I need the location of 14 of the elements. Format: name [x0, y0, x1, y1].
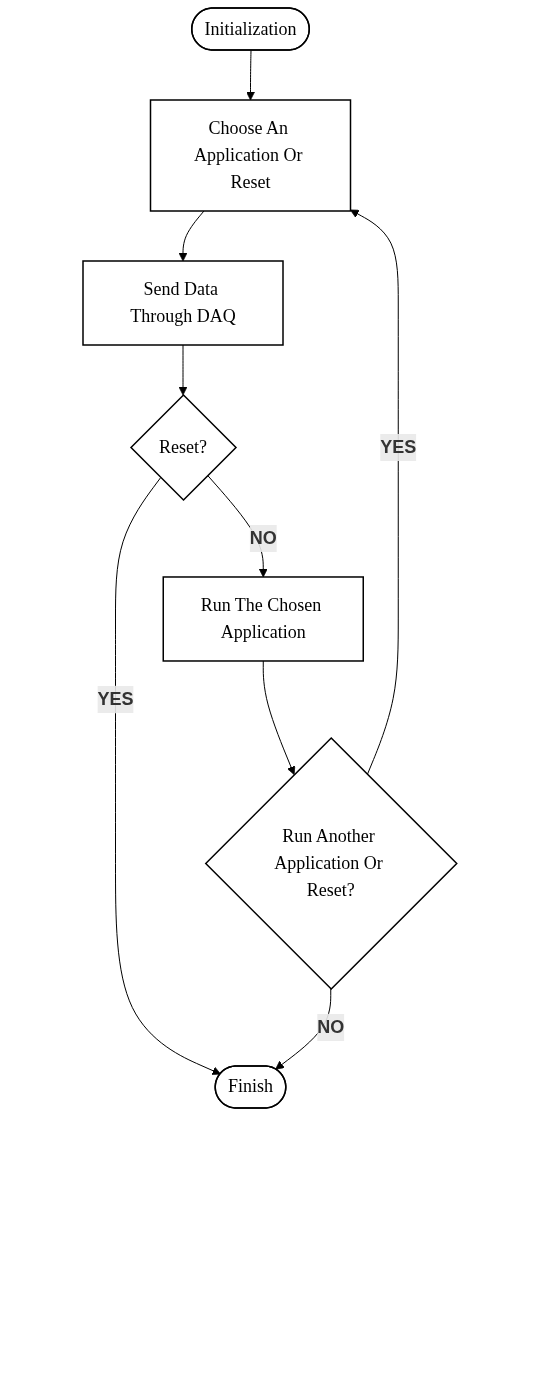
edge-label: NO: [317, 1016, 345, 1037]
node-box: Choose An Application Or Reset: [149, 99, 352, 212]
arrow: [262, 660, 296, 775]
arrow: [178, 344, 188, 396]
edge-label: YES: [97, 688, 134, 709]
node-box: Run The Chosen Application: [162, 576, 365, 662]
node-diamond: Reset?: [130, 393, 238, 502]
edge-label: NO: [249, 527, 277, 548]
node-box: Send Data Through DAQ: [82, 260, 284, 346]
node-diamond: Run Another Application Or Reset?: [204, 736, 458, 991]
arrow: [246, 50, 256, 101]
edge-label: YES: [380, 436, 417, 457]
arrow: [178, 210, 205, 262]
arrow: [115, 477, 222, 1075]
